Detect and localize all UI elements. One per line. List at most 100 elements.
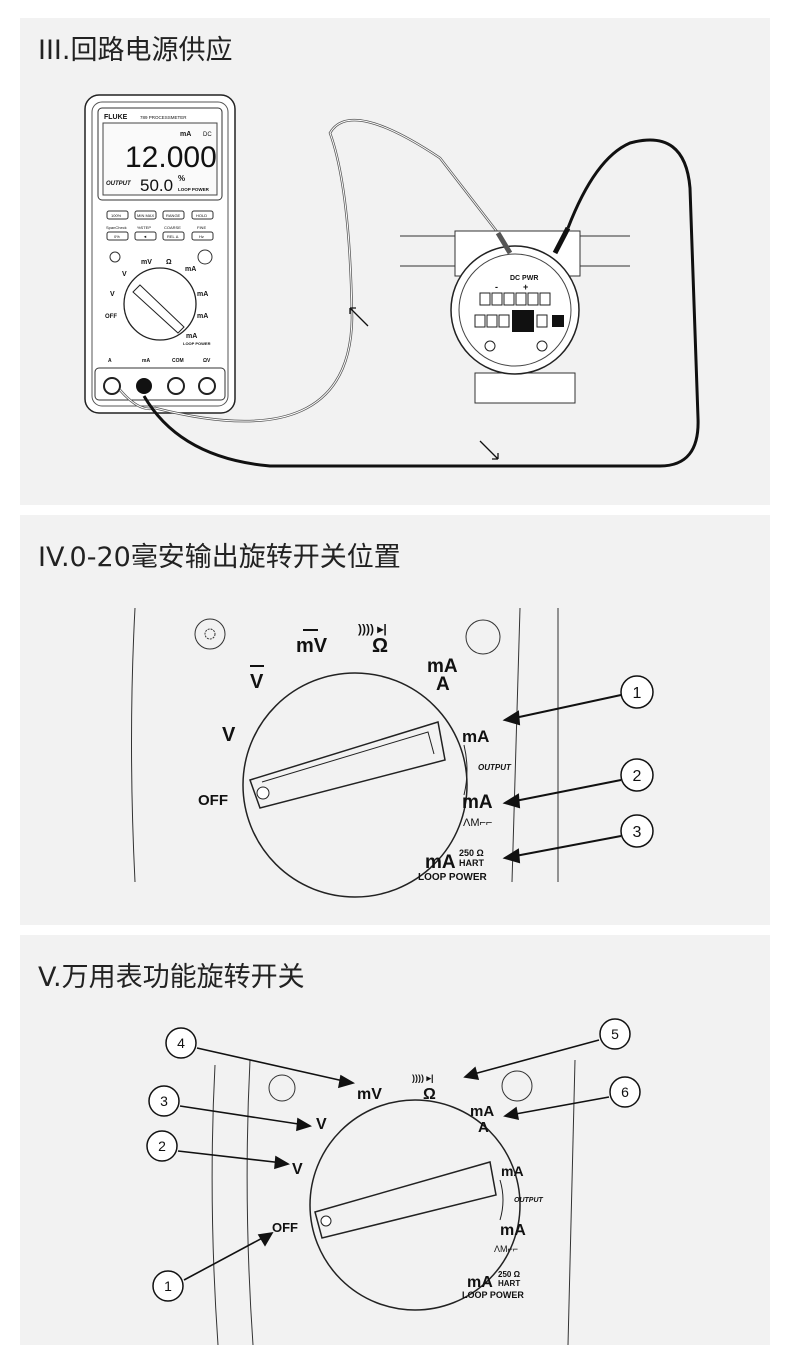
callout-number: 1 (164, 1278, 172, 1294)
dial-label-continuity: )))) ▸| (412, 1073, 434, 1083)
dial-label-a: A (436, 674, 450, 695)
callout-5: 5 (599, 1018, 631, 1050)
backlight-icon (268, 1074, 296, 1102)
button-0[interactable]: 0% (114, 234, 120, 239)
main-reading: 12.000 (125, 141, 217, 174)
dial-label-ohm: Ω (166, 259, 172, 266)
callout-number: 4 (177, 1035, 185, 1051)
plus-label: + (523, 282, 528, 292)
callout-4: 4 (165, 1027, 197, 1059)
output-label: OUTPUT (106, 181, 132, 187)
dc-pwr-label: DC PWR (510, 275, 538, 282)
button-step[interactable]: ◄ (143, 234, 147, 239)
dial-label-ma-source: mA (197, 291, 208, 298)
callout-number: 6 (621, 1084, 629, 1100)
mode-label: DC (203, 132, 212, 138)
switch-pointer (314, 1161, 497, 1239)
button-minmax[interactable]: MIN MAX (137, 213, 154, 218)
button-circle (465, 619, 501, 655)
dial-label-ma: mA (427, 656, 458, 677)
button-label: SpanCheck (106, 225, 127, 230)
button-hold[interactable]: HOLD (196, 213, 207, 218)
jack-a[interactable] (103, 377, 121, 395)
button-circle[interactable] (197, 249, 213, 265)
dial-label-v-dc: V (316, 1116, 327, 1133)
dial-label-loop-power: LOOP POWER (183, 341, 211, 346)
dial-label-250-ohm: 250 Ω (498, 1270, 521, 1279)
callout-2: 2 (620, 758, 654, 792)
dial-label-mv: mV (141, 259, 152, 266)
loop-power-diagram: FLUKE 789 PROCESSMETER mA DC 12.000 OUTP… (84, 94, 700, 468)
dial-label-loop-power: LOOP POWER (418, 872, 487, 883)
dial-label-hart: HART (459, 858, 484, 868)
dial-label-250-ohm: 250 Ω (459, 848, 484, 858)
dial-label-ma-source: mA (501, 1163, 524, 1179)
button-range[interactable]: RANGE (166, 213, 181, 218)
callout-6: 6 (609, 1076, 641, 1108)
minus-label: - (495, 282, 498, 292)
dial-label-ma-sim: mA (197, 313, 208, 320)
jack-ma[interactable] (136, 378, 152, 394)
callout-number: 2 (633, 768, 642, 785)
arrow-icon (349, 307, 369, 327)
callout-number: 3 (160, 1093, 168, 1109)
callout-3: 3 (620, 814, 654, 848)
jack-label: ΩV (203, 358, 211, 364)
dial-label-ma-source: mA (462, 727, 489, 746)
callout-1: 1 (152, 1270, 184, 1302)
rotary-switch[interactable] (242, 672, 468, 898)
brand-logo: FLUKE (104, 114, 128, 121)
dial-label-v-ac: V (222, 724, 236, 746)
dial-label-ma-loop: mA (186, 333, 197, 340)
button-100[interactable]: 100% (111, 213, 122, 218)
waveform-icon: ΛΜ⌐⌐ (494, 1244, 518, 1254)
callout-number: 2 (158, 1138, 166, 1154)
callout-1: 1 (620, 675, 654, 709)
unit-label: mA (180, 131, 191, 138)
section-loop-power: III.回路电源供应 FLUKE 789 PROCESSMETER mA DC … (20, 18, 770, 505)
backlight-icon (194, 618, 226, 650)
switch-pointer (132, 284, 185, 334)
dial-label-off: OFF (272, 1220, 298, 1235)
dial-label-continuity: )))) ▸| (358, 622, 387, 636)
section-title: III.回路电源供应 (38, 35, 233, 66)
dial-label-ma-loop: mA (467, 1274, 493, 1291)
dial-label-ohm: Ω (372, 635, 388, 657)
dial-label-mv: mV (296, 635, 328, 657)
dial-label-hart: HART (498, 1279, 520, 1288)
button-rel[interactable]: REL Δ (167, 234, 179, 239)
dial-label-v-dc: V (122, 271, 127, 278)
dial-label-ma-sim: mA (500, 1222, 526, 1239)
backlight-icon[interactable] (109, 251, 121, 263)
loop-power-label: LOOP POWER (178, 187, 210, 192)
dial-label-v-dc: V (250, 671, 264, 693)
section-meter-functions: V.万用表功能旋转开关 mV )))) ▸| Ω mA A V V OFF mA… (20, 935, 770, 1345)
dial-label-ma: mA (470, 1103, 494, 1120)
function-switch-diagram: mV )))) ▸| Ω mA A V V OFF mA OUTPUT mA Λ… (146, 1018, 641, 1345)
dial-label-ma-sim: mA (462, 792, 493, 813)
jack-com[interactable] (167, 377, 185, 395)
button-label: FINE (197, 225, 206, 230)
percent-label: % (178, 174, 185, 183)
dial-label-output: OUTPUT (478, 763, 512, 772)
button-label: %STEP (137, 225, 151, 230)
switch-positions-diagram: mV )))) ▸| Ω mA A V V OFF mA OUTPUT mA Λ… (131, 607, 654, 898)
dial-label-a: A (478, 1119, 489, 1136)
section-ma-output-switch: IV.0-20毫安输出旋转开关位置 mV )))) ▸| Ω mA A V V … (20, 515, 770, 925)
callout-number: 5 (611, 1026, 619, 1042)
arrow-icon (479, 440, 499, 460)
jack-label: A (108, 358, 112, 364)
jack-v[interactable] (198, 377, 216, 395)
dial-label-loop-power: LOOP POWER (462, 1290, 524, 1300)
dial-label-mv: mV (357, 1086, 382, 1103)
waveform-icon: ΛΜ⌐⌐ (463, 817, 492, 829)
section-title: IV.0-20毫安输出旋转开关位置 (38, 542, 401, 573)
callout-number: 3 (633, 824, 642, 841)
dial-label-ohm: Ω (423, 1086, 436, 1103)
button-circle (501, 1070, 533, 1102)
callout-2: 2 (146, 1130, 178, 1162)
button-label: COARSE (164, 225, 181, 230)
button-hz[interactable]: Hz (199, 234, 204, 239)
dial-label-off: OFF (198, 792, 228, 809)
dial-label-ma-a: mA (185, 266, 196, 273)
